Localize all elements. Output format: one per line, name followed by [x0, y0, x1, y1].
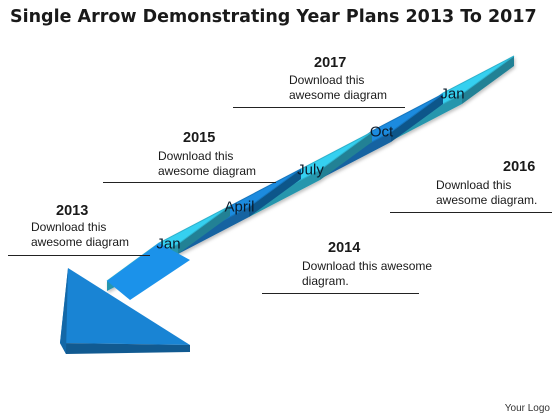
- milestone-2013-description: Download this awesome diagram: [31, 220, 129, 250]
- milestone-2014-description: Download this awesome diagram.: [302, 259, 432, 289]
- milestone-2015-rule: [103, 182, 276, 183]
- arrow-step-front-face: [391, 94, 462, 141]
- arrow-step-side-face: [462, 56, 514, 104]
- arrow-step-side-face: [178, 206, 230, 254]
- arrow-head-side-face: [60, 268, 68, 354]
- page-title: Single Arrow Demonstrating Year Plans 20…: [10, 7, 537, 27]
- arrow-neck: [107, 243, 190, 300]
- year-2017: 2017: [314, 55, 347, 71]
- arrow-step-side-face: [391, 94, 443, 142]
- milestone-2017-rule: [233, 107, 405, 108]
- milestone-2017-description: Download this awesome diagram: [289, 73, 387, 103]
- arrow-step-label: April: [224, 199, 254, 216]
- arrow-step-side-face: [249, 169, 301, 217]
- arrow-step-label: Jan: [440, 86, 464, 103]
- milestone-text-line: Download this: [289, 73, 365, 87]
- milestone-2016-rule: [390, 212, 552, 213]
- milestone-2014-rule: [262, 293, 419, 294]
- arrow-step-label: Oct: [370, 124, 394, 141]
- milestone-text-line: Download this: [158, 149, 234, 163]
- year-2013: 2013: [56, 203, 89, 219]
- arrow-head-front-face: [60, 343, 190, 354]
- milestone-text-line: Download this awesome: [302, 259, 433, 273]
- milestone-text-line: awesome diagram.: [436, 193, 538, 207]
- milestone-2016-description: Download this awesome diagram.: [436, 178, 537, 208]
- year-2014: 2014: [328, 240, 361, 256]
- milestone-text-line: awesome diagram: [289, 88, 388, 102]
- arrow-step-side-face: [320, 132, 372, 180]
- arrow-step-label: July: [297, 162, 324, 179]
- year-2015: 2015: [183, 130, 216, 146]
- milestone-text-line: Download this: [31, 220, 107, 234]
- arrow-head: [60, 268, 190, 345]
- logo-text: Your Logo: [504, 403, 550, 414]
- arrow-step-front-face: [320, 132, 391, 179]
- milestone-text-line: Download this: [436, 178, 512, 192]
- arrow-step-label: Jan: [156, 236, 180, 253]
- milestone-text-line: diagram.: [302, 274, 349, 288]
- year-2016: 2016: [503, 159, 536, 175]
- milestone-2015-description: Download this awesome diagram: [158, 149, 256, 179]
- arrow-step-front-face: [178, 207, 249, 254]
- milestone-2013-rule: [8, 255, 150, 256]
- milestone-text-line: awesome diagram: [158, 164, 257, 178]
- milestone-text-line: awesome diagram: [31, 235, 130, 249]
- arrow-step-front-face: [249, 170, 320, 217]
